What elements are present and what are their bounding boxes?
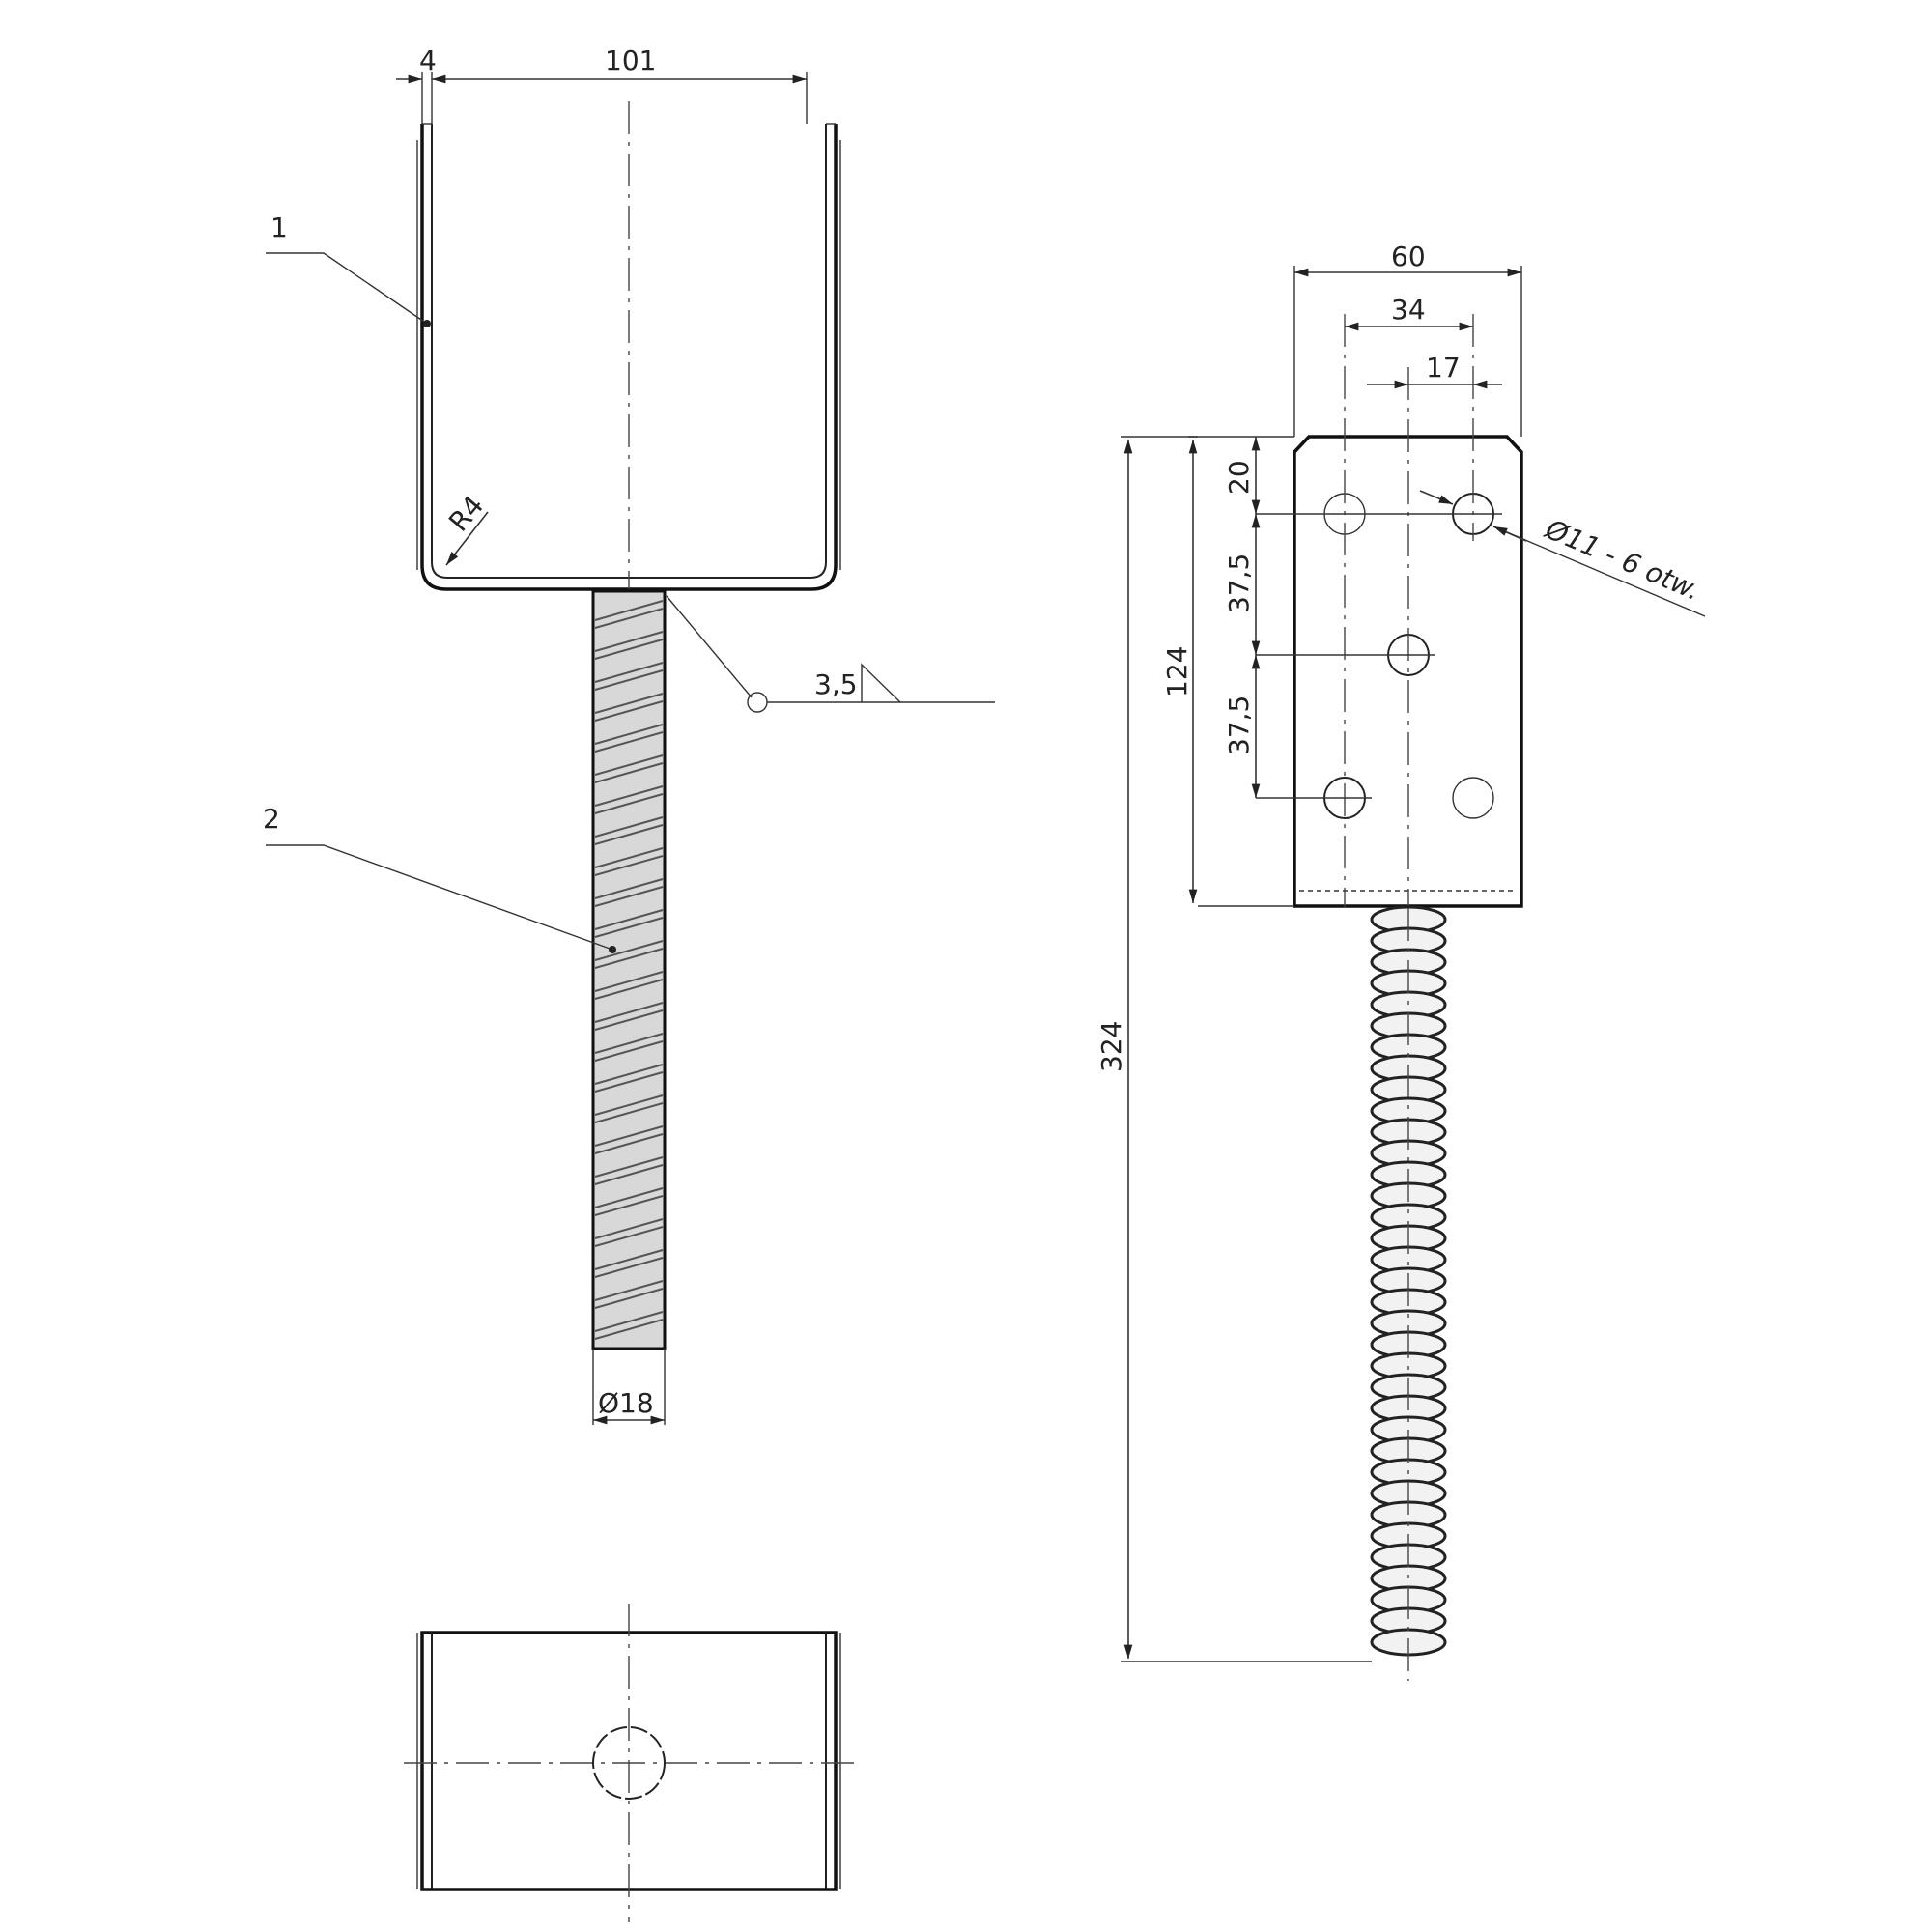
hole-bottom-right xyxy=(1452,777,1494,819)
rebar-rib xyxy=(594,1125,664,1147)
rebar-rib xyxy=(594,816,664,838)
rebar-rib xyxy=(594,917,664,938)
rebar-rib xyxy=(594,639,664,660)
dim-holes-label: Ø11 - 6 otw. xyxy=(1540,513,1705,607)
top-view-rod-section xyxy=(592,1726,666,1800)
rebar-rib xyxy=(594,1226,664,1247)
rebar-rib xyxy=(594,1102,664,1123)
dim-inner-width-label: 101 xyxy=(605,44,656,76)
rebar-rib xyxy=(594,824,664,845)
rebar-rib xyxy=(594,847,664,868)
rebar-rib xyxy=(594,1009,664,1031)
rebar-rib xyxy=(594,762,664,783)
rebar-rib xyxy=(594,1319,664,1340)
rebar-rib xyxy=(594,754,664,776)
rebar-rib xyxy=(594,700,664,722)
rebar-rib xyxy=(594,631,664,652)
rebar-rib xyxy=(594,886,664,907)
rebar-rib xyxy=(594,1164,664,1185)
dim-wall-label: 4 xyxy=(419,44,437,76)
rebar-rib xyxy=(594,878,664,899)
rebar-rib xyxy=(594,1040,664,1062)
rebar-rib xyxy=(594,724,664,745)
coiled-rebar xyxy=(1370,905,1447,1681)
rebar-rib xyxy=(594,608,664,629)
rebar-rib xyxy=(594,948,664,969)
dim-pitch-2-label: 37,5 xyxy=(1223,696,1255,755)
rebar-rib xyxy=(594,1064,664,1085)
dim-hole-offset-label: 17 xyxy=(1426,352,1461,384)
rebar-rib xyxy=(594,979,664,1000)
side-plate xyxy=(1293,435,1523,908)
rebar-rib xyxy=(594,793,664,814)
dim-total-height-label: 324 xyxy=(1095,1021,1127,1072)
rebar-rib xyxy=(594,1133,664,1154)
dim-rod-label: Ø18 xyxy=(598,1387,654,1419)
rebar-rib xyxy=(594,1288,664,1309)
rebar-rib xyxy=(594,855,664,876)
rebar-rib xyxy=(594,669,664,691)
part-2-leader xyxy=(266,844,613,951)
rebar-rib xyxy=(594,1249,664,1270)
rebar-rib xyxy=(594,1280,664,1301)
rebar-rib xyxy=(594,909,664,930)
rebar-rib xyxy=(594,731,664,753)
part-2-label: 2 xyxy=(263,803,280,835)
rebar-rib xyxy=(594,1002,664,1023)
part-1-label: 1 xyxy=(270,212,288,243)
rebar-rib xyxy=(594,1187,664,1208)
dim-plate-width-label: 60 xyxy=(1391,241,1426,272)
front-view: 4 101 R4 1 2 3,5 Ø18 xyxy=(263,44,995,1425)
side-view: 60 34 17 20 37,5 37,5 124 324 Ø11 - 6 ot… xyxy=(1095,241,1706,1681)
rebar-rib xyxy=(594,662,664,683)
part-1-leader xyxy=(266,252,428,325)
rebar-rib xyxy=(594,1311,664,1332)
dim-radius-label: R4 xyxy=(442,490,490,538)
rebar-ribs xyxy=(594,600,664,1340)
rebar-rib xyxy=(594,1033,664,1054)
rebar-rib xyxy=(594,1195,664,1216)
dim-weld-label: 3,5 xyxy=(814,668,858,700)
top-view xyxy=(404,1604,854,1922)
rebar-rib xyxy=(594,785,664,807)
rebar-rib xyxy=(594,971,664,992)
rebar-rib xyxy=(594,1156,664,1178)
dim-hole-spacing-label: 34 xyxy=(1391,294,1426,326)
dim-top-label: 20 xyxy=(1223,460,1255,495)
rebar-rib xyxy=(594,1218,664,1239)
dim-plate-height-label: 124 xyxy=(1161,646,1193,697)
rebar-rib xyxy=(594,1257,664,1278)
rebar-rib xyxy=(594,940,664,961)
rebar-rib xyxy=(594,600,664,621)
rebar-rib xyxy=(594,693,664,714)
rebar-rib xyxy=(594,1094,664,1116)
rebar-rib xyxy=(594,1071,664,1093)
dim-pitch-1-label: 37,5 xyxy=(1223,554,1255,613)
